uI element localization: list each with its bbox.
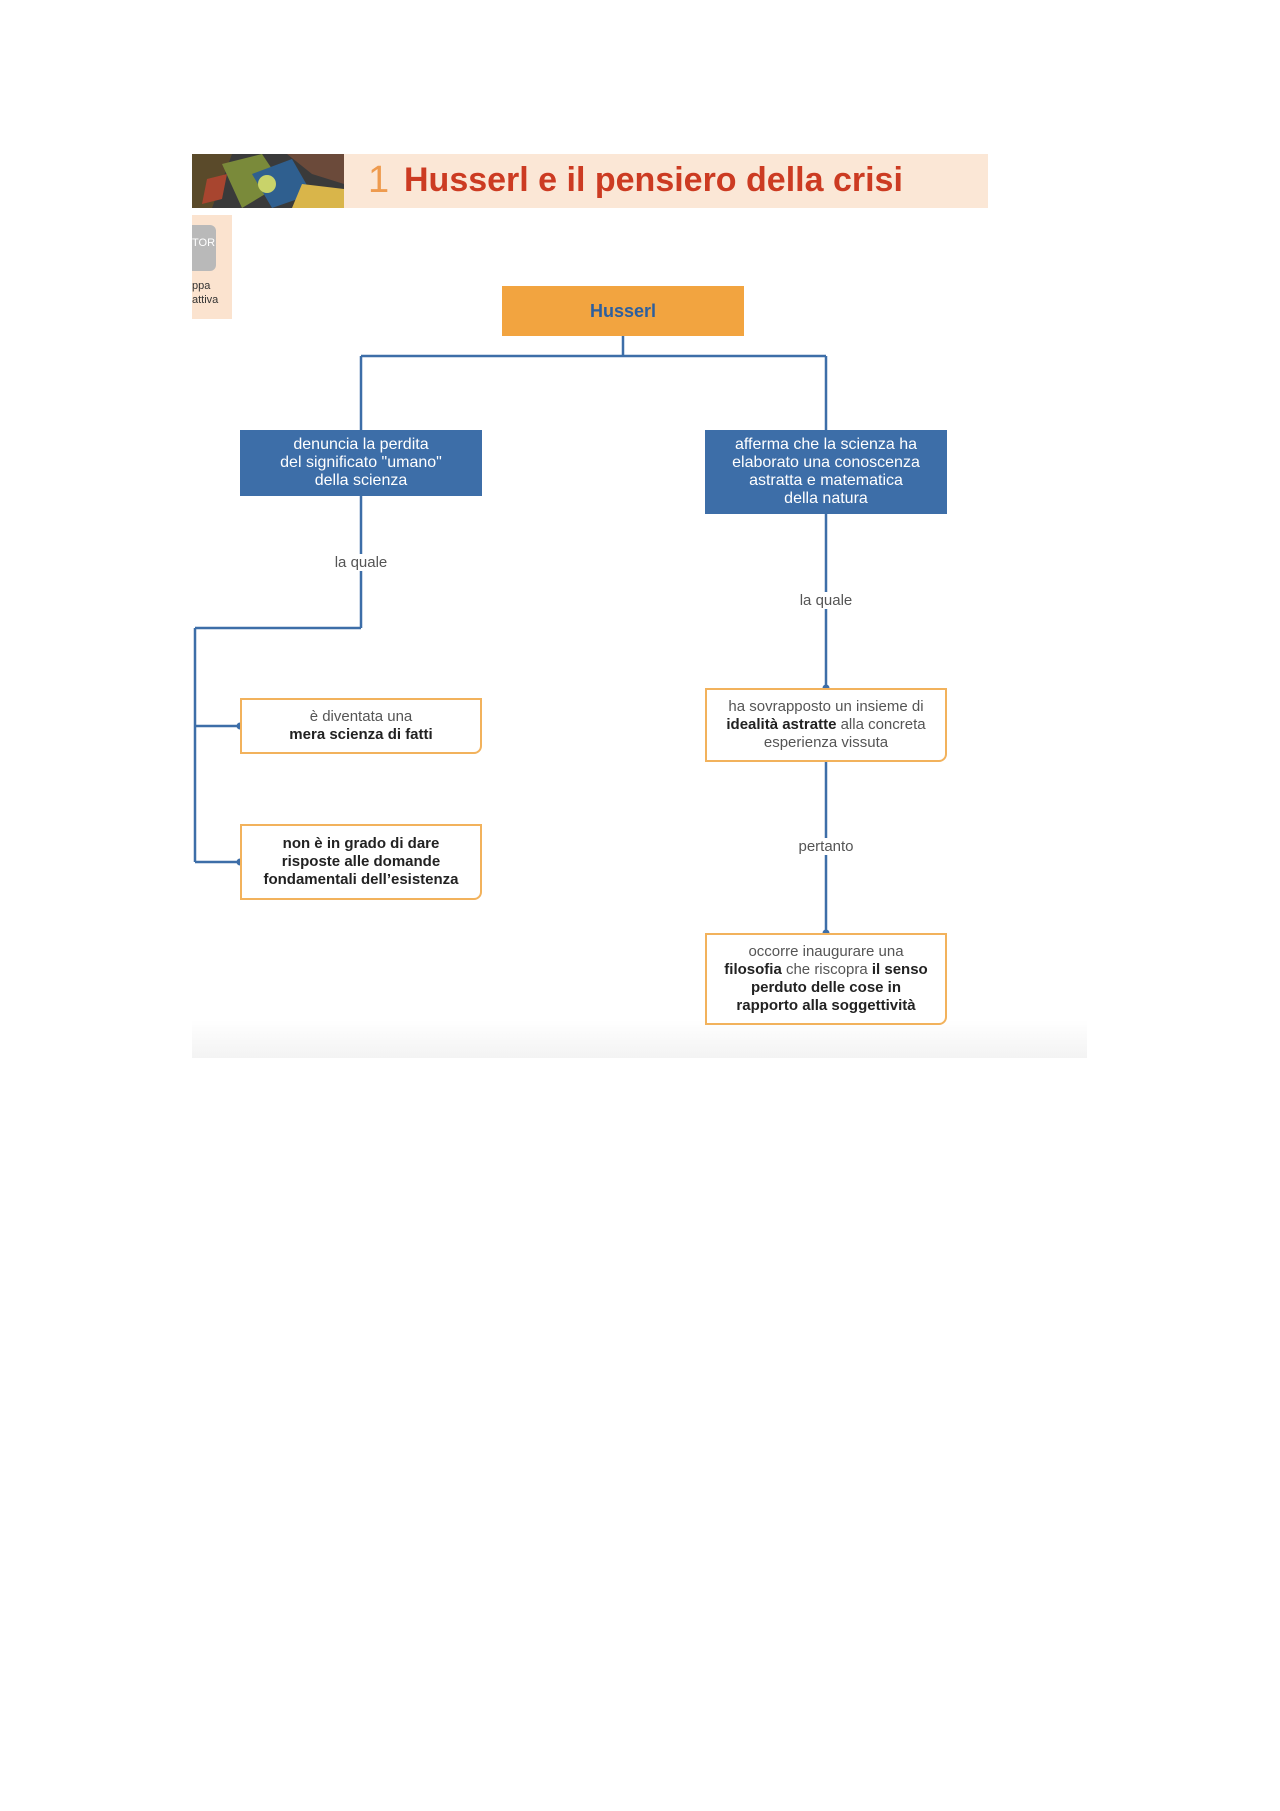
tutor-icon-text: TOR bbox=[192, 237, 216, 249]
node-root: Husserl bbox=[502, 286, 744, 336]
node-right-branch: afferma che la scienza ha elaborato una … bbox=[705, 430, 947, 514]
node-right-child2-line2-bold2: il senso bbox=[871, 961, 928, 978]
node-right-child2-line1: occorre inaugurare una bbox=[748, 943, 904, 960]
node-right-child1: ha sovrapposto un insieme di idealità as… bbox=[705, 688, 947, 762]
node-right-line3: astratta e matematica bbox=[749, 472, 903, 489]
node-right-child1-line2-rest: alla concreta bbox=[836, 716, 926, 733]
node-right-line2: elaborato una conoscenza bbox=[732, 454, 920, 471]
node-right-child1-line3: esperienza vissuta bbox=[763, 734, 889, 751]
node-right-line1: afferma che la scienza ha bbox=[734, 436, 917, 453]
node-left-line1: denuncia la perdita bbox=[293, 436, 429, 453]
side-tab-label-line1: ppa bbox=[192, 280, 211, 292]
section-number: 1 bbox=[368, 159, 390, 201]
node-right-child1-line1: ha sovrapposto un insieme di bbox=[728, 698, 924, 715]
page-title: Husserl e il pensiero della crisi bbox=[404, 161, 903, 199]
header-photo bbox=[192, 154, 344, 208]
node-left-child1: è diventata una mera scienza di fatti bbox=[240, 698, 482, 754]
node-left-line3: della scienza bbox=[314, 472, 408, 489]
node-left-child2-line2: risposte alle domande bbox=[281, 853, 441, 870]
node-left-child2-line1: non è in grado di dare bbox=[282, 835, 440, 852]
edge-label-right-1: la quale bbox=[797, 592, 855, 609]
edge-label-left: la quale bbox=[332, 554, 390, 571]
node-right-child1-line2-bold: idealità astratte bbox=[726, 716, 837, 733]
tutor-icon: TOR bbox=[192, 225, 216, 271]
node-left-branch: denuncia la perdita del significato "uma… bbox=[240, 430, 482, 496]
node-right-child2-line4: rapporto alla soggettività bbox=[736, 997, 916, 1014]
side-tab-label: ppa attiva bbox=[192, 279, 218, 307]
node-root-label: Husserl bbox=[589, 301, 657, 321]
node-right-child2-line2-bold1: filosofia bbox=[724, 961, 782, 978]
node-left-child2-line3: fondamentali dell’esistenza bbox=[263, 871, 459, 888]
side-tab-label-line2: attiva bbox=[192, 294, 219, 306]
node-left-child2: non è in grado di dare risposte alle dom… bbox=[240, 824, 482, 900]
node-right-child2: occorre inaugurare una filosofia che ris… bbox=[705, 933, 947, 1025]
node-left-child1-line2: mera scienza di fatti bbox=[289, 726, 433, 743]
edge-label-right-2: pertanto bbox=[796, 838, 856, 855]
header-painting-image bbox=[192, 154, 344, 208]
node-left-child1-line1: è diventata una bbox=[309, 708, 413, 725]
side-tab[interactable]: TOR ppa attiva bbox=[192, 215, 232, 319]
node-right-child2-line3: perduto delle cose in bbox=[750, 979, 901, 996]
node-right-child2-line2-mid: che riscopra bbox=[781, 961, 872, 978]
scan-bottom-shadow bbox=[192, 1020, 1087, 1058]
header-band bbox=[344, 154, 988, 208]
node-right-line4: della natura bbox=[784, 490, 868, 507]
node-left-line2: del significato "umano" bbox=[280, 454, 442, 471]
